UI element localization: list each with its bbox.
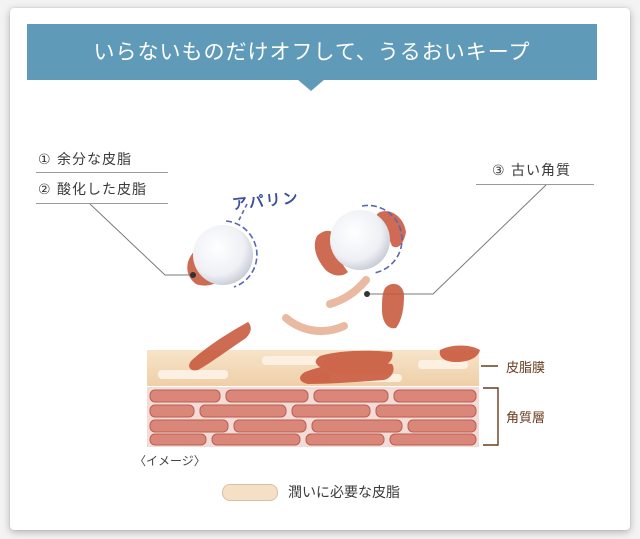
apalin-ball-right xyxy=(330,204,403,274)
stratum-corneum-layer xyxy=(147,387,479,447)
legend-label: 潤いに必要な皮脂 xyxy=(288,485,400,501)
layer-label-sebum-film: 皮脂膜 xyxy=(506,361,546,376)
callout-old-keratin: ③ 古い角質 xyxy=(492,163,572,179)
banner-title: いらないものだけオフして、うるおいキープ xyxy=(93,40,531,64)
floating-sebum-strokes xyxy=(282,276,370,336)
callout-oxidized-sebum: ② 酸化した皮脂 xyxy=(38,182,148,198)
callout-divider-2 xyxy=(36,203,168,204)
leader-dot-sebum xyxy=(190,272,196,278)
callout-excess-sebum: ① 余分な皮脂 xyxy=(38,152,133,168)
apalin-ball-left xyxy=(193,220,258,288)
stratum-corneum-bracket xyxy=(483,387,499,446)
image-note: 〈イメージ〉 xyxy=(134,454,206,468)
leader-line-sebum xyxy=(89,203,193,276)
title-banner xyxy=(27,24,597,80)
legend-swatch xyxy=(222,484,278,501)
leader-dot-keratin xyxy=(364,291,370,297)
banner-pointer xyxy=(297,79,325,91)
layer-label-stratum-corneum: 角質層 xyxy=(506,411,546,426)
callout-divider-3 xyxy=(476,184,594,185)
callout-divider-1 xyxy=(36,172,168,173)
apalin-pointer xyxy=(237,203,248,223)
